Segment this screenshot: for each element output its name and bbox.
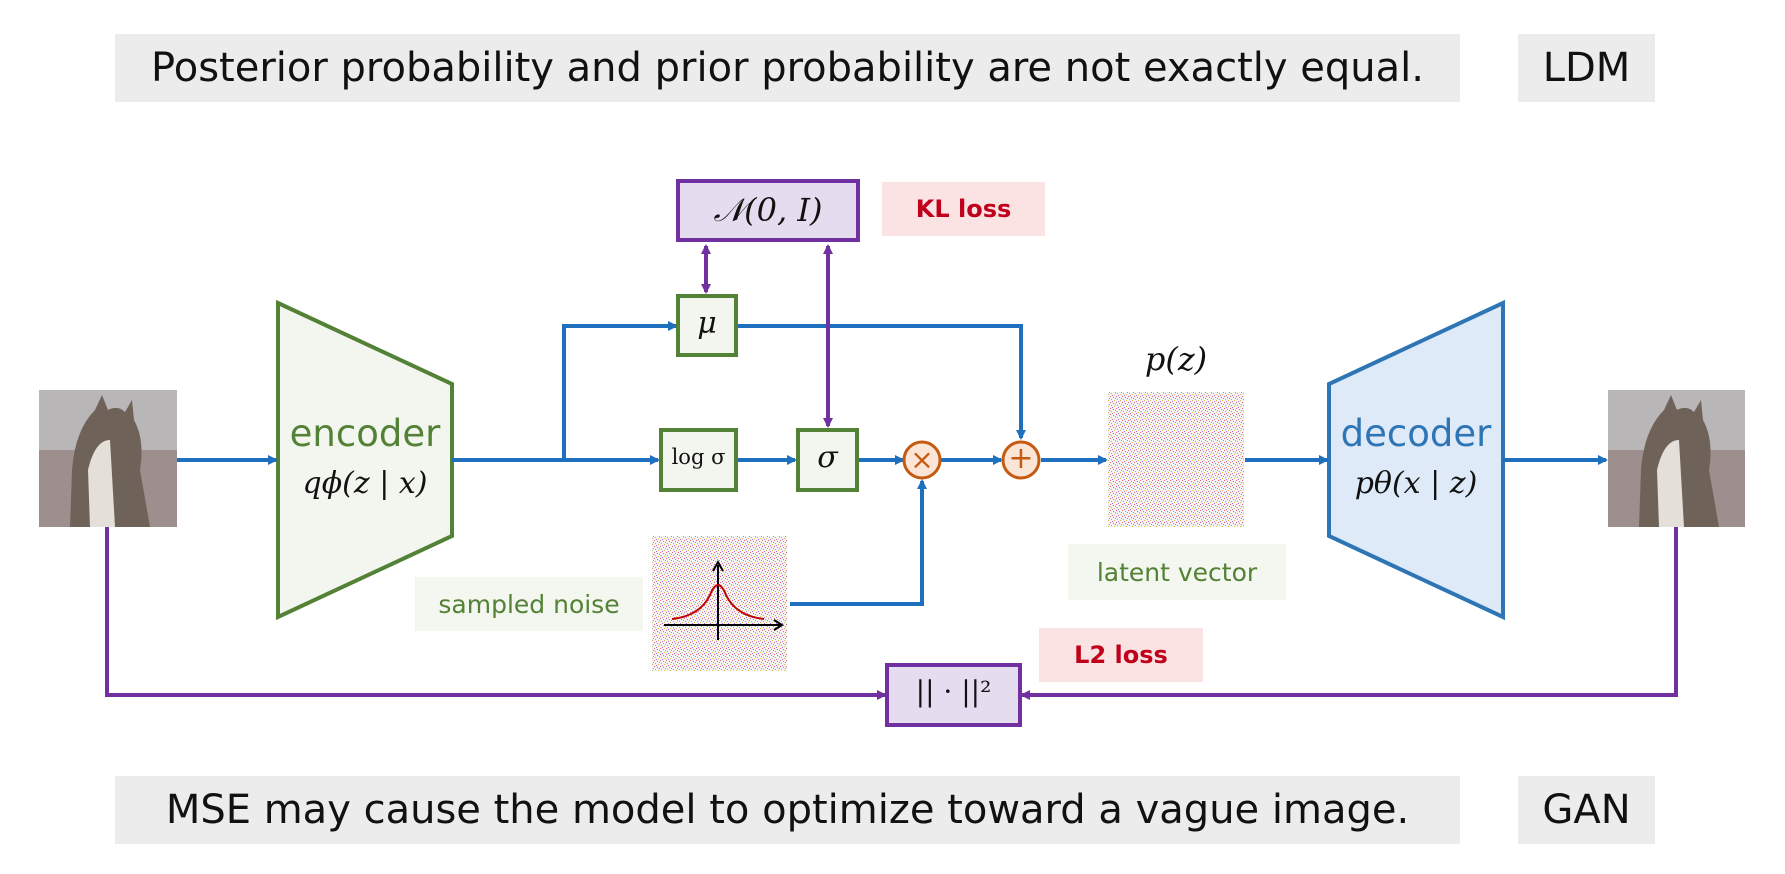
add-node bbox=[1001, 440, 1041, 480]
prior-label: 𝒩(0, I) bbox=[713, 191, 823, 229]
norm-box bbox=[885, 663, 1022, 727]
top-banner-tag: LDM bbox=[1518, 34, 1655, 102]
arrow-branch-mu bbox=[562, 321, 678, 460]
l2-loss-text: L2 loss bbox=[1074, 641, 1168, 669]
sigma-label: σ bbox=[817, 440, 838, 475]
pz-label: p(z) bbox=[1144, 340, 1208, 378]
latent-vector-tag: latent vector bbox=[1068, 544, 1286, 600]
multiply-label: × bbox=[910, 443, 934, 476]
prior-box bbox=[676, 179, 860, 242]
sampled-noise-image bbox=[652, 536, 787, 671]
top-banner: Posterior probability and prior probabil… bbox=[115, 34, 1460, 102]
bottom-banner-text: MSE may cause the model to optimize towa… bbox=[165, 787, 1410, 833]
latent-noise-image bbox=[1108, 392, 1244, 527]
kl-loss-text: KL loss bbox=[915, 195, 1012, 223]
decoder-title: decoder bbox=[1340, 412, 1492, 455]
decoder-formula: pθ(x | z) bbox=[1354, 466, 1478, 501]
top-banner-tag-text: LDM bbox=[1542, 45, 1631, 91]
latent-vector-text: latent vector bbox=[1096, 557, 1258, 587]
multiply-node bbox=[902, 440, 942, 480]
logsigma-label: log σ bbox=[671, 445, 726, 469]
arrow-output-norm bbox=[1020, 527, 1678, 700]
encoder-shape bbox=[276, 299, 454, 621]
mu-label: μ bbox=[697, 306, 717, 341]
decoder-shape bbox=[1327, 299, 1505, 621]
l2-loss-tag: L2 loss bbox=[1039, 628, 1203, 682]
mu-box bbox=[676, 294, 738, 357]
add-label: + bbox=[1008, 441, 1034, 476]
logsigma-box bbox=[659, 428, 738, 492]
sampled-noise-tag: sampled noise bbox=[415, 577, 643, 631]
arrow-noise-multiply bbox=[790, 479, 927, 606]
bottom-banner: MSE may cause the model to optimize towa… bbox=[115, 776, 1460, 844]
norm-label: || · ||² bbox=[915, 675, 992, 708]
sampled-noise-text: sampled noise bbox=[438, 589, 620, 619]
bottom-banner-tag: GAN bbox=[1518, 776, 1655, 844]
arrow-mu-add bbox=[738, 324, 1026, 440]
output-image bbox=[1608, 390, 1745, 527]
bottom-banner-tag-text: GAN bbox=[1542, 787, 1631, 833]
encoder-title: encoder bbox=[289, 412, 441, 455]
input-image bbox=[39, 390, 177, 527]
encoder-formula: qϕ(z | x) bbox=[302, 466, 428, 501]
sigma-box bbox=[796, 428, 859, 492]
kl-loss-tag: KL loss bbox=[882, 182, 1045, 236]
top-banner-text: Posterior probability and prior probabil… bbox=[151, 45, 1424, 91]
arrow-input-norm bbox=[105, 527, 887, 700]
